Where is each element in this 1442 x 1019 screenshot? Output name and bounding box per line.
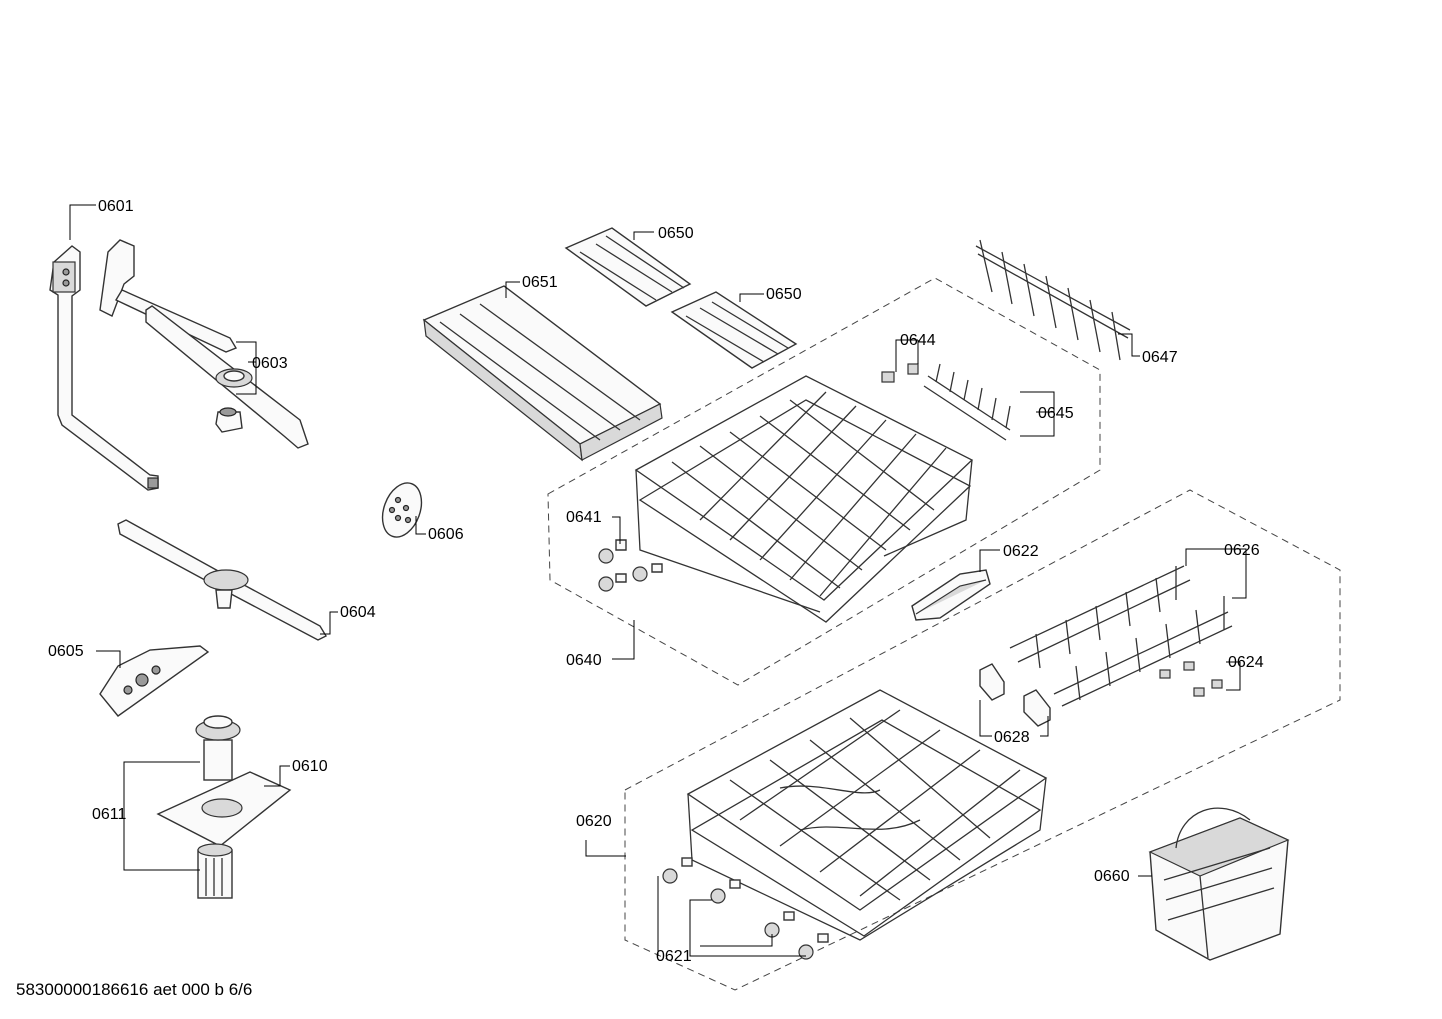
cutlery-basket-drawing: [1148, 807, 1290, 961]
folding-tines-drawing: [1009, 565, 1233, 707]
part-label-0641: 0641: [566, 509, 602, 526]
part-label-0620: 0620: [576, 813, 612, 830]
part-label-0660: 0660: [1094, 868, 1130, 885]
part-label-0644: 0644: [900, 332, 936, 349]
part-label-0624: 0624: [1228, 654, 1264, 671]
supply-pipe-drawing: [49, 245, 159, 491]
round-filter-drawing: [381, 482, 423, 538]
lower-basket-rollers-drawing: [662, 857, 829, 960]
part-label-0650-bottom: 0650: [766, 286, 802, 303]
part-label-0606: 0606: [428, 526, 464, 543]
cutlery-drawer-drawing: [422, 285, 663, 462]
part-label-0610: 0610: [292, 758, 328, 775]
part-label-0626: 0626: [1224, 542, 1260, 559]
part-label-0605: 0605: [48, 643, 84, 660]
lower-spray-arm-drawing: [117, 519, 327, 641]
part-label-0601: 0601: [98, 198, 134, 215]
upper-basket-drawing: [634, 375, 974, 623]
upper-basket-rollers-drawing: [598, 539, 663, 592]
rack-clips-drawing: [1159, 661, 1223, 697]
cutlery-insert-drawings: [564, 227, 798, 369]
part-label-0611: 0611: [92, 806, 127, 823]
part-label-0651: 0651: [522, 274, 558, 291]
cup-rack-drawing: [881, 363, 1011, 441]
basket-handle-drawing: [911, 569, 991, 621]
upper-spray-arm-drawing: [99, 239, 309, 449]
part-label-0622: 0622: [1003, 543, 1039, 560]
lower-basket-group-outline: [624, 489, 1341, 991]
tine-holders-drawing: [979, 663, 1051, 727]
part-label-0650-top: 0650: [658, 225, 694, 242]
document-id: 58300000186616 aet 000 b 6/6: [16, 980, 253, 999]
part-label-0628: 0628: [994, 729, 1030, 746]
tine-row-drawing: [975, 239, 1131, 361]
filter-assembly-drawing: [156, 715, 292, 899]
part-label-0647: 0647: [1142, 349, 1178, 366]
part-label-0640: 0640: [566, 652, 602, 669]
leader-lines: [69, 204, 1247, 957]
upper-basket-group-outline: [547, 277, 1101, 686]
lower-basket-drawing: [686, 689, 1048, 941]
part-label-0603: 0603: [252, 355, 288, 372]
part-label-0621: 0621: [656, 948, 692, 965]
micro-filter-drawing: [99, 645, 210, 717]
part-label-0645: 0645: [1038, 405, 1074, 422]
part-labels: 0601 0603 0604 0605 0606 0610 0611 0620 …: [48, 198, 1264, 965]
part-label-0604: 0604: [340, 604, 376, 621]
